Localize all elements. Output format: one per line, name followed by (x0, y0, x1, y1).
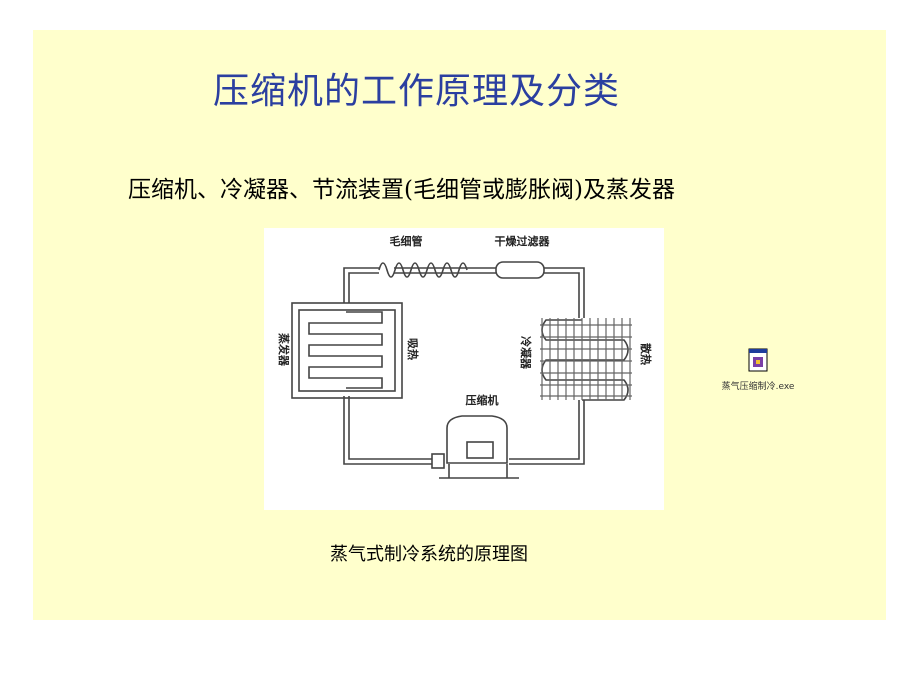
diagram-caption: 蒸气式制冷系统的原理图 (330, 544, 528, 565)
exe-filename[interactable]: 蒸气压缩制冷.exe (721, 382, 795, 392)
executable-file-icon[interactable] (748, 348, 768, 372)
compressor-label: 压缩机 (466, 393, 499, 407)
filter-drier-label: 干燥过滤器 (495, 234, 551, 248)
heat-absorb-label: 吸热 (406, 338, 420, 360)
slide-title: 压缩机的工作原理及分类 (213, 71, 621, 112)
heat-release-label: 散热 (639, 343, 653, 365)
slide-subtitle: 压缩机、冷凝器、节流装置(毛细管或膨胀阀)及蒸发器 (128, 177, 675, 203)
exe-attachment[interactable]: 蒸气压缩制冷.exe (718, 348, 798, 392)
evaporator-label: 蒸发器 (277, 333, 291, 367)
condenser-label: 冷凝器 (519, 336, 533, 370)
capillary-label: 毛细管 (390, 234, 423, 248)
slide: 压缩机的工作原理及分类 压缩机、冷凝器、节流装置(毛细管或膨胀阀)及蒸发器 (33, 30, 886, 620)
refrigeration-cycle-diagram: 毛细管 干燥过滤器 压缩机 蒸发器 吸热 冷凝器 散热 (264, 228, 664, 510)
